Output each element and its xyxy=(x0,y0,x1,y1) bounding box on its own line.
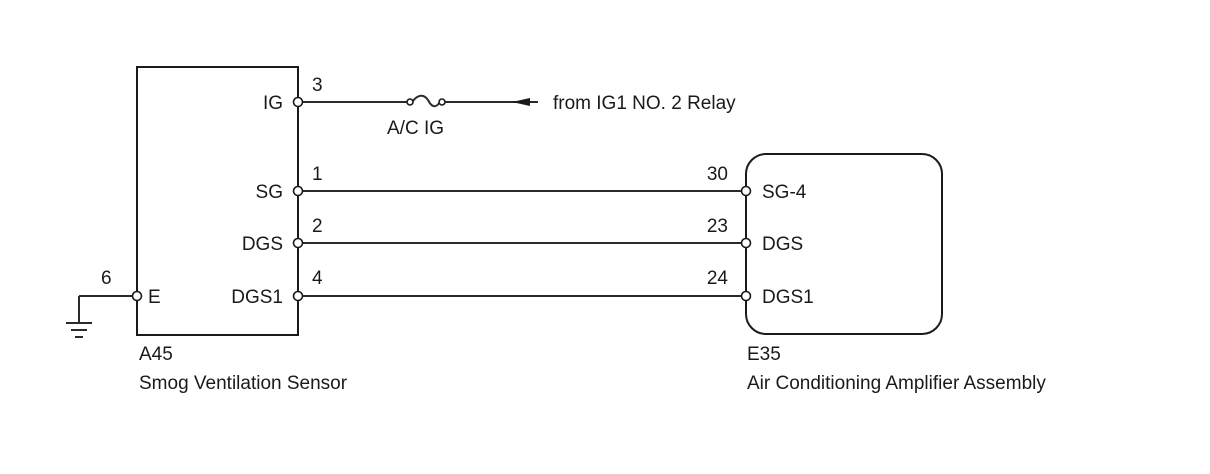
fuse-label: A/C IG xyxy=(387,118,444,139)
label-sg4: SG-4 xyxy=(762,182,807,203)
pin-ig xyxy=(292,96,304,108)
number-amp-dgs: 23 xyxy=(707,216,728,237)
arrow-icon xyxy=(512,98,530,106)
label-dgs1: DGS1 xyxy=(231,287,283,308)
number-sg: 1 xyxy=(312,164,323,185)
pin-amp-dgs xyxy=(740,237,752,249)
number-amp-dgs1: 24 xyxy=(707,268,729,289)
sensor-box xyxy=(136,66,299,336)
label-dgs: DGS xyxy=(242,234,283,255)
pin-e xyxy=(131,290,143,302)
fuse-symbol xyxy=(411,94,441,108)
pin-sg xyxy=(292,185,304,197)
label-ig: IG xyxy=(263,93,283,114)
power-source-label: from IG1 NO. 2 Relay xyxy=(553,93,736,114)
pin-sg4 xyxy=(740,185,752,197)
pin-dgs1 xyxy=(292,290,304,302)
number-e: 6 xyxy=(101,268,112,289)
amplifier-code: E35 xyxy=(747,344,781,365)
number-dgs1: 4 xyxy=(312,268,323,289)
label-amp-dgs1: DGS1 xyxy=(762,287,814,308)
label-sg: SG xyxy=(256,182,283,203)
sensor-name: Smog Ventilation Sensor xyxy=(139,373,348,394)
fuse-terminal-left xyxy=(406,98,414,106)
label-amp-dgs: DGS xyxy=(762,234,803,255)
sensor-code: A45 xyxy=(139,344,173,365)
number-sg4: 30 xyxy=(707,164,728,185)
amplifier-name: Air Conditioning Amplifier Assembly xyxy=(747,373,1046,394)
label-e: E xyxy=(148,287,161,308)
pin-amp-dgs1 xyxy=(740,290,752,302)
number-dgs: 2 xyxy=(312,216,323,237)
pin-dgs xyxy=(292,237,304,249)
number-ig: 3 xyxy=(312,75,323,96)
fuse-terminal-right xyxy=(438,98,446,106)
